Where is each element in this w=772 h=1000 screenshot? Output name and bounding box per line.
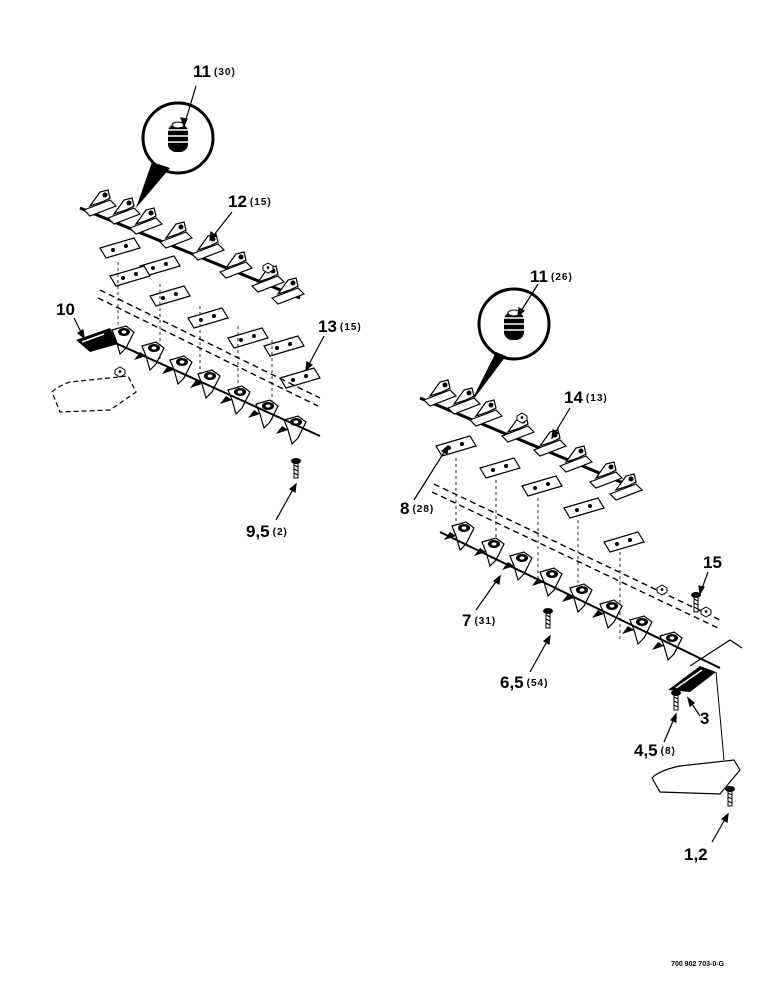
callout-4-5: 4,5(8) bbox=[634, 742, 676, 759]
callout-quantity: (28) bbox=[412, 503, 435, 515]
callout-10: 10 bbox=[56, 301, 75, 318]
drawing-code: 700 902 703-0-G bbox=[671, 961, 724, 968]
callout-quantity: (54) bbox=[526, 677, 549, 689]
knife-clips-row-right bbox=[419, 379, 643, 501]
callout-number: 3 bbox=[700, 709, 710, 728]
callout-11-left: 11(30) bbox=[193, 63, 236, 80]
callout-7: 7(31) bbox=[462, 612, 496, 629]
callout-quantity: (15) bbox=[339, 321, 362, 333]
callout-14: 14(13) bbox=[564, 389, 608, 406]
callout-quantity: (26) bbox=[550, 271, 573, 283]
callout-number: 8 bbox=[400, 499, 410, 518]
callout-quantity: (8) bbox=[660, 745, 676, 757]
callout-quantity: (31) bbox=[474, 615, 497, 627]
callout-15: 15 bbox=[703, 554, 722, 571]
callout-number: 13 bbox=[318, 317, 337, 336]
callout-number: 10 bbox=[56, 300, 75, 319]
callout-6-5: 6,5(54) bbox=[500, 674, 548, 691]
callout-1-2: 1,2 bbox=[684, 846, 708, 863]
callout-number: 7 bbox=[462, 611, 472, 630]
end-knife-section-left bbox=[76, 328, 118, 352]
callout-number: 1,2 bbox=[684, 845, 708, 864]
callout-quantity: (13) bbox=[585, 392, 608, 404]
right-sickle-assembly bbox=[419, 287, 743, 807]
callout-number: 9,5 bbox=[246, 522, 270, 541]
callout-8: 8(28) bbox=[400, 500, 434, 517]
callout-quantity: (30) bbox=[213, 66, 236, 78]
callout-13: 13(15) bbox=[318, 318, 362, 335]
callout-number: 15 bbox=[703, 553, 722, 572]
callout-number: 14 bbox=[564, 388, 583, 407]
guards-row-left bbox=[99, 325, 321, 445]
rivet-detail-bubble-right bbox=[470, 287, 551, 404]
callout-3: 3 bbox=[700, 710, 709, 727]
callout-number: 6,5 bbox=[500, 673, 524, 692]
callout-number: 11 bbox=[530, 267, 548, 286]
callout-9-5: 9,5(2) bbox=[246, 523, 288, 540]
left-sickle-assembly bbox=[51, 101, 321, 479]
cutter-bar-right bbox=[431, 483, 721, 629]
callout-quantity: (15) bbox=[249, 196, 272, 208]
skid-shoe-left bbox=[51, 366, 137, 413]
knife-clips-row-left bbox=[79, 189, 305, 305]
skid-shoe-right bbox=[651, 671, 741, 795]
cutter-bar-left bbox=[97, 289, 321, 407]
callout-number: 12 bbox=[228, 192, 247, 211]
end-guard-right bbox=[668, 639, 743, 692]
rivet-detail-bubble-left bbox=[136, 101, 215, 208]
callout-number: 4,5 bbox=[634, 741, 658, 760]
callout-11-right: 11(26) bbox=[530, 268, 573, 285]
callout-12: 12(15) bbox=[228, 193, 272, 210]
guards-row-right bbox=[439, 521, 721, 669]
callout-number: 11 bbox=[193, 62, 211, 81]
callout-quantity: (2) bbox=[272, 526, 288, 538]
leader-lines bbox=[73, 85, 729, 843]
